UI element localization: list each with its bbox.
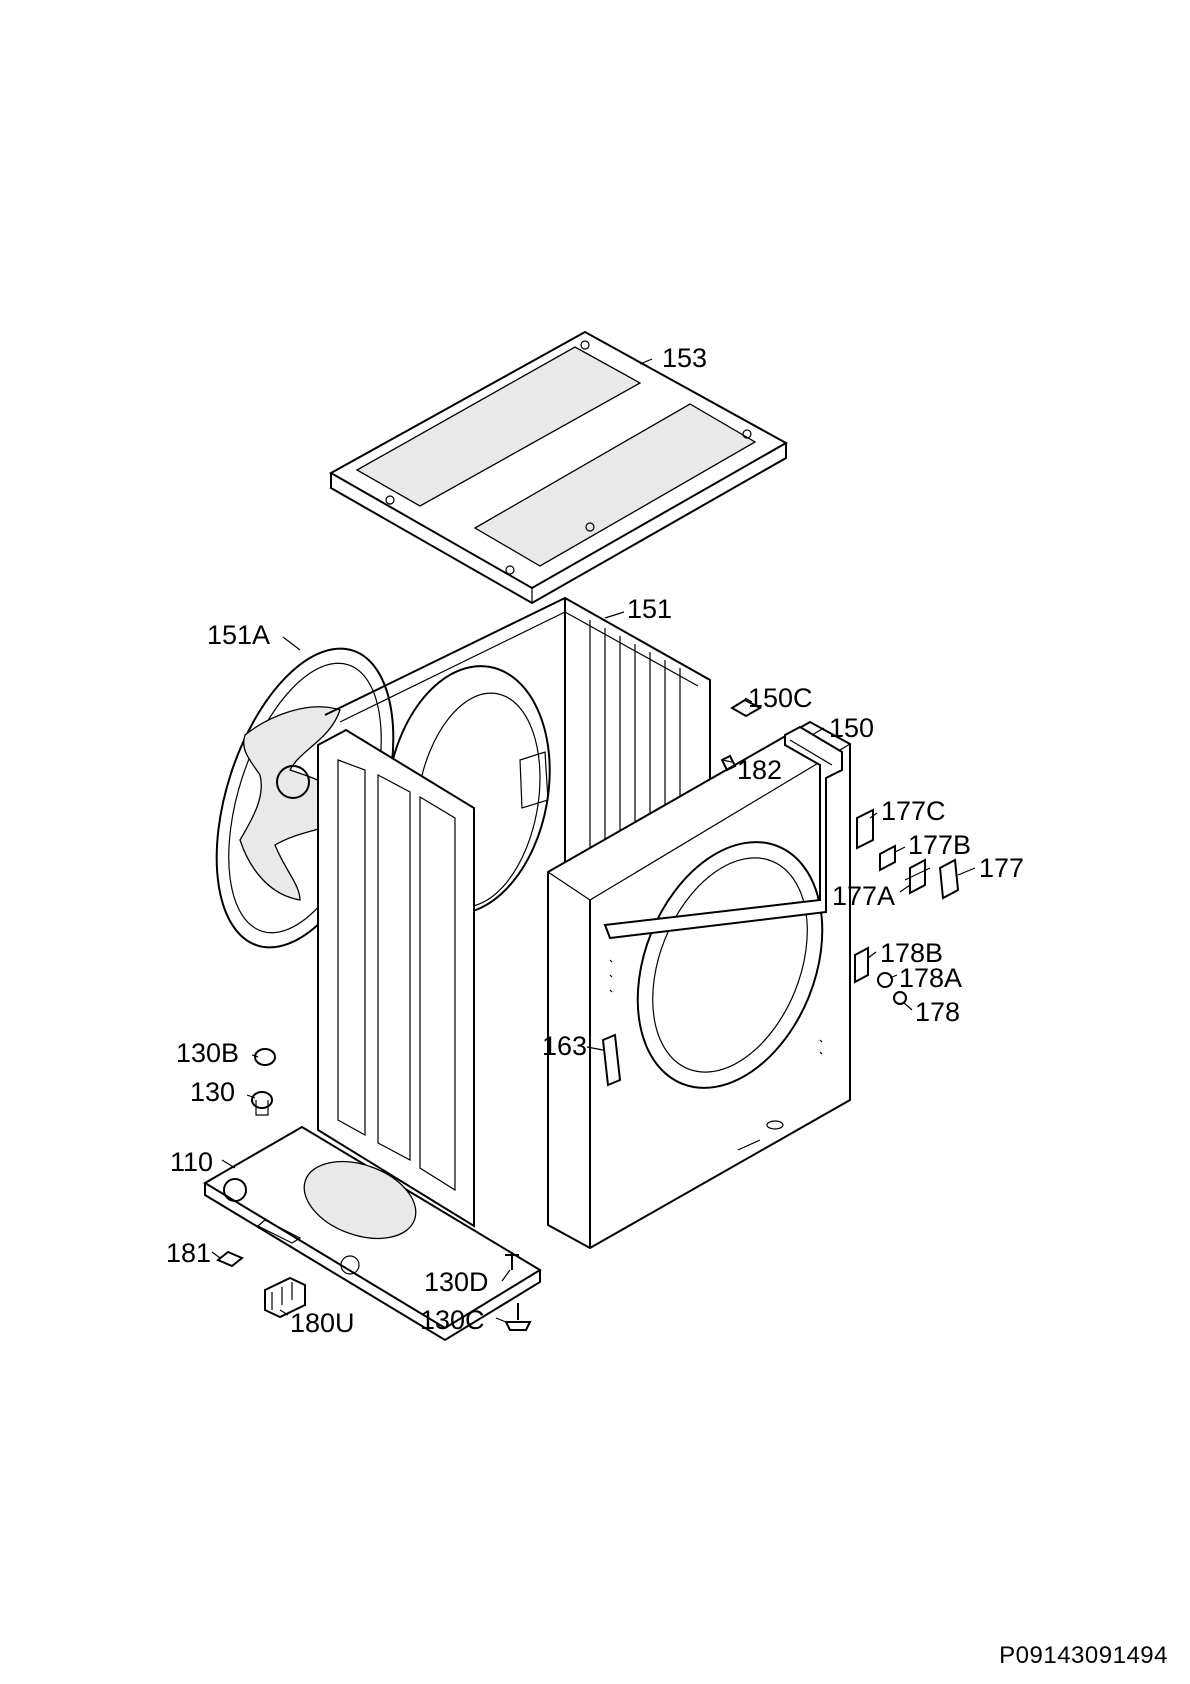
callout-177c: 177C [881,796,946,826]
callout-178b: 178B [880,938,943,968]
small-parts [216,698,960,1331]
callout-181: 181 [166,1238,211,1268]
callout-177: 177 [979,853,1024,883]
callout-151: 151 [627,594,672,624]
callout-178a: 178A [899,963,962,993]
callout-180u: 180U [290,1308,355,1338]
callout-130: 130 [190,1077,235,1107]
callout-163: 163 [542,1031,587,1061]
base-frame-part [203,1125,542,1342]
side-panel-part [317,728,475,1228]
callout-130b: 130B [176,1038,239,1068]
callout-110: 110 [170,1147,213,1177]
callout-150c: 150C [748,683,813,713]
callout-153: 153 [662,343,707,373]
document-code: P09143091494 [999,1642,1168,1669]
callout-151a: 151A [207,620,270,650]
callout-130d: 130D [424,1267,489,1297]
callout-178: 178 [915,997,960,1027]
front-rail-part [603,725,843,940]
callout-130c: 130C [420,1305,485,1335]
callout-177b: 177B [908,830,971,860]
front-panel-part [547,720,851,1250]
leader-lines [211,358,976,1323]
top-cover-part [328,330,789,605]
callout-177a: 177A [832,881,895,911]
callout-182: 182 [737,755,782,785]
callout-150: 150 [829,713,874,743]
